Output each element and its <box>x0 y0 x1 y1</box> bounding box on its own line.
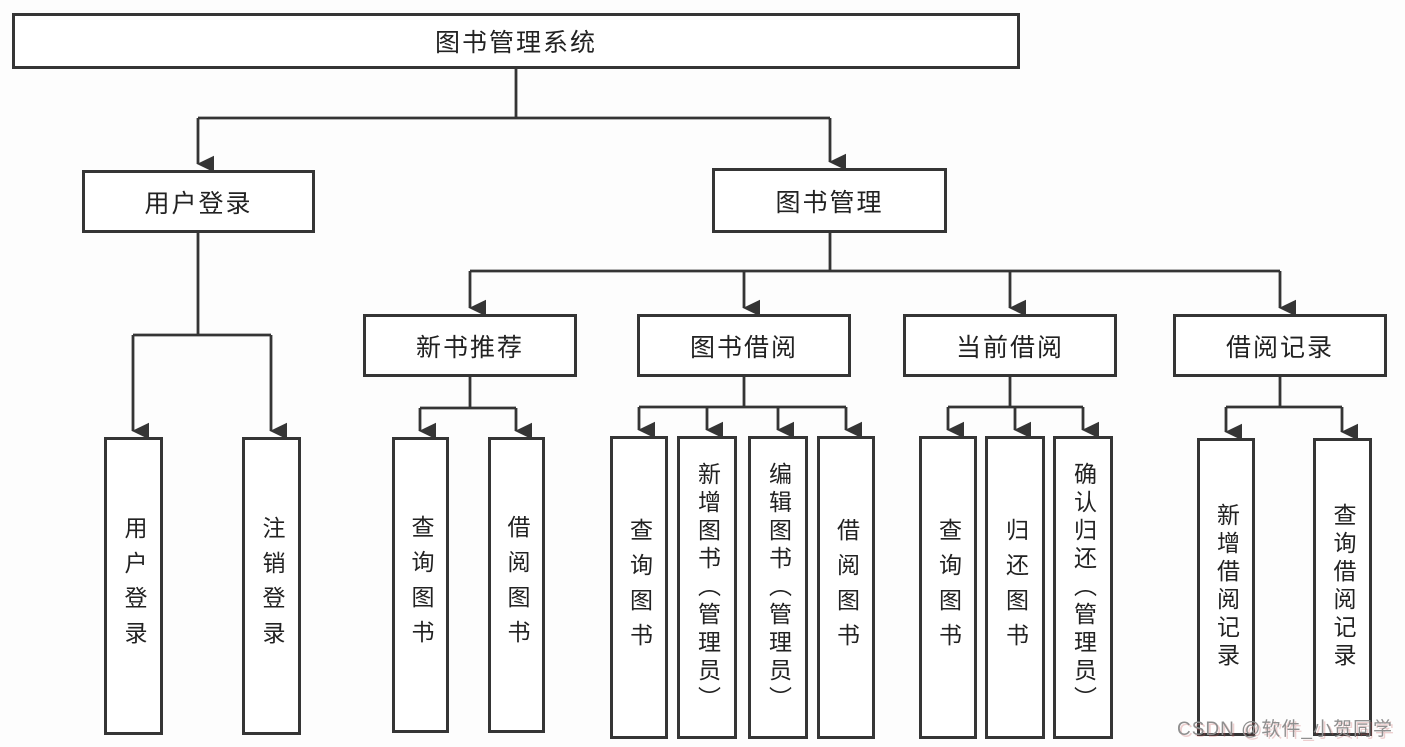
leaf-add-borrow-record-label: 新增借阅记录 <box>1213 503 1240 671</box>
watermark: CSDN @软件_小贺同学 <box>1177 719 1393 740</box>
node-borrow-records: 借阅记录 <box>1173 314 1387 377</box>
leaf-add-book-admin-label: 新增图书（管理员） <box>694 461 721 714</box>
leaf-query-books-borrow: 查询图书 <box>610 436 668 739</box>
leaf-user-login: 用户登录 <box>104 437 163 735</box>
node-new-book-rec: 新书推荐 <box>363 314 577 377</box>
leaf-return-book: 归还图书 <box>985 436 1045 739</box>
node-book-borrow: 图书借阅 <box>637 314 851 377</box>
node-root: 图书管理系统 <box>12 13 1020 69</box>
node-book-mgmt: 图书管理 <box>712 168 947 233</box>
node-borrow-records-label: 借阅记录 <box>1225 333 1334 362</box>
leaf-borrow-books: 借阅图书 <box>817 436 875 739</box>
leaf-edit-book-admin-label: 编辑图书（管理员） <box>765 461 792 714</box>
leaf-borrow-books-rec-label: 借阅图书 <box>504 515 530 655</box>
leaf-add-borrow-record: 新增借阅记录 <box>1197 438 1255 736</box>
leaf-logout: 注销登录 <box>242 437 301 735</box>
leaf-add-book-admin: 新增图书（管理员） <box>677 436 737 739</box>
node-book-mgmt-label: 图书管理 <box>775 188 884 217</box>
leaf-borrow-books-label: 借阅图书 <box>833 517 860 658</box>
node-user-login-label: 用户登录 <box>144 189 253 218</box>
node-root-label: 图书管理系统 <box>434 29 597 57</box>
leaf-logout-label: 注销登录 <box>259 516 285 656</box>
leaf-query-books-rec-label: 查询图书 <box>408 515 434 655</box>
node-user-login: 用户登录 <box>82 170 315 233</box>
leaf-confirm-return-admin-label: 确认归还（管理员） <box>1070 461 1097 714</box>
leaf-query-books-rec: 查询图书 <box>392 437 449 733</box>
leaf-query-books-current-label: 查询图书 <box>935 517 962 658</box>
leaf-query-borrow-record: 查询借阅记录 <box>1313 438 1372 736</box>
leaf-borrow-books-rec: 借阅图书 <box>488 437 545 733</box>
leaf-user-login-label: 用户登录 <box>121 516 147 656</box>
leaf-query-borrow-record-label: 查询借阅记录 <box>1330 503 1356 671</box>
leaf-query-books-borrow-label: 查询图书 <box>626 517 653 658</box>
leaf-query-books-current: 查询图书 <box>919 436 977 739</box>
leaf-return-book-label: 归还图书 <box>1002 517 1029 658</box>
node-new-book-rec-label: 新书推荐 <box>415 333 524 362</box>
node-book-borrow-label: 图书借阅 <box>689 333 798 362</box>
node-current-borrow-label: 当前借阅 <box>955 333 1064 362</box>
node-current-borrow: 当前借阅 <box>903 314 1117 377</box>
leaf-edit-book-admin: 编辑图书（管理员） <box>748 436 808 739</box>
leaf-confirm-return-admin: 确认归还（管理员） <box>1053 436 1113 739</box>
